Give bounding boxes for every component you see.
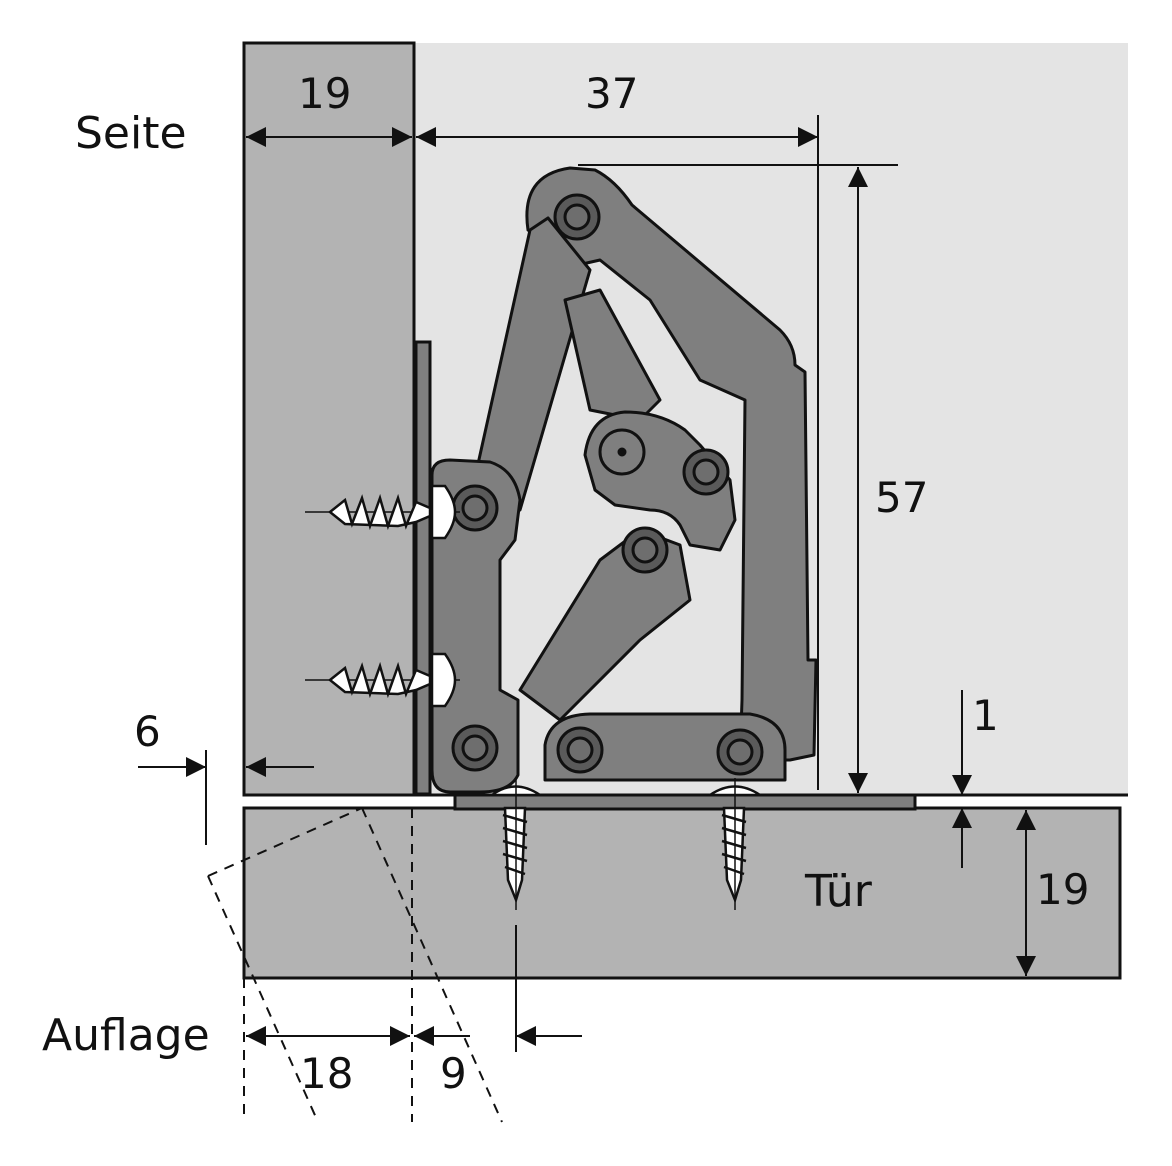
side-mounting-plate	[414, 340, 432, 796]
dim-side-thickness: 19	[298, 69, 351, 118]
door-label: Tür	[804, 866, 873, 917]
dimension-lines	[138, 115, 1036, 1052]
hinge-mechanism	[430, 166, 818, 794]
side-label: Seite	[75, 108, 187, 159]
dim-door-thickness: 19	[1036, 865, 1089, 914]
dim-hinge-depth: 37	[585, 69, 638, 118]
dim-gap: 1	[972, 691, 999, 740]
side-screws	[305, 484, 460, 708]
dim-hinge-height: 57	[875, 473, 928, 522]
overlay-label: Auflage	[42, 1010, 210, 1061]
door-mounting-plate	[453, 793, 917, 811]
open-door-outline	[207, 807, 503, 1123]
side-panel	[242, 41, 416, 797]
dim-offset: 6	[134, 707, 161, 756]
door-screws	[488, 778, 765, 910]
dim-overlay: 18	[300, 1049, 353, 1098]
door-panel	[242, 806, 1122, 980]
pivot-pins	[451, 193, 764, 776]
dim-screw-offset: 9	[440, 1049, 467, 1098]
